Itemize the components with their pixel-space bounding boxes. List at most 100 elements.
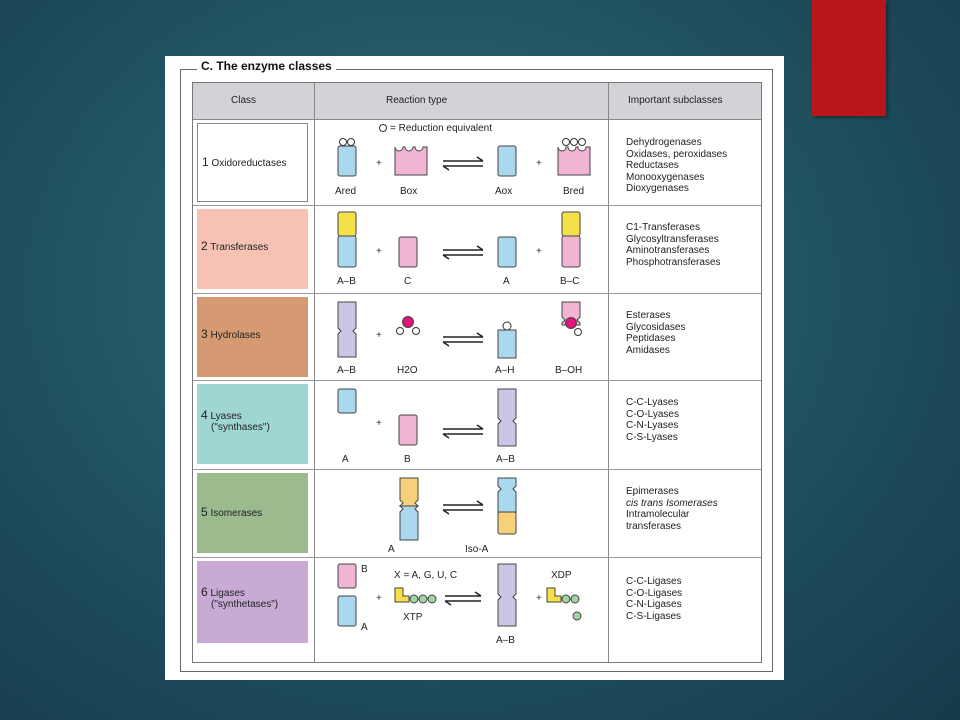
table-row: 1 Oxidoreductases = Reduction equivalent…: [193, 120, 761, 206]
subclass-item: C-C-Lyases: [626, 397, 679, 408]
class-name: Oxidoreductases: [211, 158, 287, 169]
reaction-diagram-oxidoreductases: = Reduction equivalent + + Ared Box Aox …: [335, 123, 591, 197]
subclass-item: Peptidases: [626, 333, 676, 344]
class-alias: ("synthetases"): [211, 599, 279, 610]
molecule-label: XTP: [403, 612, 423, 623]
molecule-label: Bred: [563, 186, 584, 197]
subclass-list: C-C-Ligases C-O-Ligases C-N-Ligases C-S-…: [626, 576, 682, 622]
table-row: 4 Lyases ("synthases") + A B A–B C-C-Lya…: [193, 381, 761, 470]
class-number: 1: [202, 155, 209, 169]
subclass-list: C1-Transferases Glycosyltransferases Ami…: [626, 222, 721, 268]
enzyme-classes-figure: C. The enzyme classes Class Reaction typ…: [165, 56, 784, 680]
molecule-label: Iso-A: [465, 544, 489, 555]
table-row: 3 Hydrolases + A–B H2O A–H B–OH Esterase…: [193, 294, 761, 381]
subclass-item: Epimerases: [626, 486, 679, 497]
subclass-item: C1-Transferases: [626, 222, 701, 233]
molecule-label: B: [404, 454, 411, 465]
subclass-item: Glycosyltransferases: [626, 233, 719, 245]
figure-frame: [180, 69, 773, 672]
table-row: 5 Isomerases A Iso-A Epimerases cis tran…: [193, 470, 761, 558]
molecule-label: A–H: [495, 365, 514, 376]
molecule-label: B: [361, 564, 368, 575]
molecule-label: Box: [400, 186, 417, 197]
svg-text:+: +: [376, 418, 382, 429]
subclass-item: C-C-Ligases: [626, 576, 682, 587]
subclass-item: Intramolecular: [626, 509, 690, 520]
class-cell: 2 Transferases: [197, 209, 308, 289]
subclass-item: Amidases: [626, 344, 670, 356]
subclass-item: C-O-Ligases: [626, 587, 683, 599]
subclass-item: Glycosidases: [626, 321, 686, 333]
header-class: Class: [231, 95, 257, 106]
subclass-item: Dioxygenases: [626, 183, 689, 194]
class-alias: ("synthases"): [211, 422, 270, 433]
molecule-label: Aox: [495, 186, 512, 197]
class-cell: 6 Ligases ("synthetases"): [197, 561, 308, 643]
figure-heading: C. The enzyme classes: [197, 59, 336, 73]
class-name: Isomerases: [210, 508, 263, 519]
subclass-item: C-S-Ligases: [626, 610, 682, 622]
table-row: 2 Transferases + + A–B C A B–C C1-Transf…: [193, 206, 761, 294]
molecule-label: H2O: [397, 365, 418, 376]
class-number: 4: [201, 408, 208, 422]
subclass-item: Monooxygenases: [626, 171, 705, 183]
enzyme-table: Class Reaction type Important subclasses…: [192, 82, 762, 663]
molecule-label: A–B: [337, 365, 356, 376]
subclass-item: transferases: [626, 520, 682, 532]
subclass-item: C-S-Lyases: [626, 431, 678, 443]
svg-text:+: +: [376, 330, 382, 341]
column-divider: [314, 83, 315, 662]
subclass-item: C-N-Ligases: [626, 599, 682, 610]
class-cell: 5 Isomerases: [197, 473, 308, 553]
molecule-label: X = A, G, U, C: [394, 570, 457, 581]
molecule-label: A: [388, 544, 395, 555]
class-name: Ligases: [210, 588, 245, 599]
molecule-label: C: [404, 276, 411, 287]
class-cell: 1 Oxidoreductases: [197, 123, 308, 202]
molecule-label: A–B: [337, 276, 356, 287]
class-number: 6: [201, 585, 208, 599]
molecule-label: A: [361, 622, 368, 633]
molecule-label: A–B: [496, 454, 515, 465]
red-accent-bar: [812, 0, 886, 116]
svg-text:+: +: [376, 158, 382, 169]
molecule-label: Ared: [335, 186, 356, 197]
molecule-label: XDP: [551, 570, 572, 581]
reaction-diagram-lyases: + A B A–B: [337, 388, 517, 465]
svg-text:+: +: [536, 593, 542, 604]
reaction-diagram-ligases: B A + X = A, G, U, C XTP A–B XDP +: [337, 563, 582, 646]
class-number: 5: [201, 505, 208, 519]
class-cell: 3 Hydrolases: [197, 297, 308, 377]
subclass-list: Epimerases cis trans Isomerases Intramol…: [626, 486, 718, 532]
legend-text: = Reduction equivalent: [390, 123, 492, 134]
molecule-label: A–B: [496, 635, 515, 646]
subclass-item: Reductases: [626, 160, 679, 171]
subclass-item: C-O-Lyases: [626, 408, 679, 420]
molecule-label: A: [503, 276, 510, 287]
reaction-diagram-isomerases: A Iso-A: [388, 477, 517, 555]
svg-text:+: +: [376, 246, 382, 257]
subclass-list: C-C-Lyases C-O-Lyases C-N-Lyases C-S-Lya…: [626, 397, 679, 443]
subclass-list: Dehydrogenases Oxidases, peroxidases Red…: [626, 137, 727, 195]
subclass-item: C-N-Lyases: [626, 420, 679, 431]
subclass-item: cis trans Isomerases: [626, 497, 718, 509]
class-cell: 4 Lyases ("synthases"): [197, 384, 308, 464]
molecule-label: A: [342, 454, 349, 465]
molecule-label: B–C: [560, 276, 579, 287]
class-name: Hydrolases: [210, 330, 261, 341]
column-divider: [608, 83, 609, 662]
subclass-item: Oxidases, peroxidases: [626, 148, 728, 160]
header-subclasses: Important subclasses: [628, 95, 723, 106]
molecule-label: B–OH: [555, 365, 582, 376]
class-number: 3: [201, 327, 208, 341]
subclass-item: Aminotransferases: [626, 245, 710, 256]
svg-text:+: +: [536, 158, 542, 169]
table-row: 6 Ligases ("synthetases") B A + X = A, G…: [193, 558, 761, 661]
svg-text:+: +: [536, 246, 542, 257]
class-number: 2: [201, 239, 208, 253]
subclass-list: Esterases Glycosidases Peptidases Amidas…: [626, 310, 685, 356]
svg-text:+: +: [376, 593, 382, 604]
reaction-diagram-hydrolases: + A–B H2O A–H B–OH: [337, 301, 582, 376]
header-reaction-type: Reaction type: [386, 95, 448, 106]
class-name: Transferases: [210, 242, 269, 253]
